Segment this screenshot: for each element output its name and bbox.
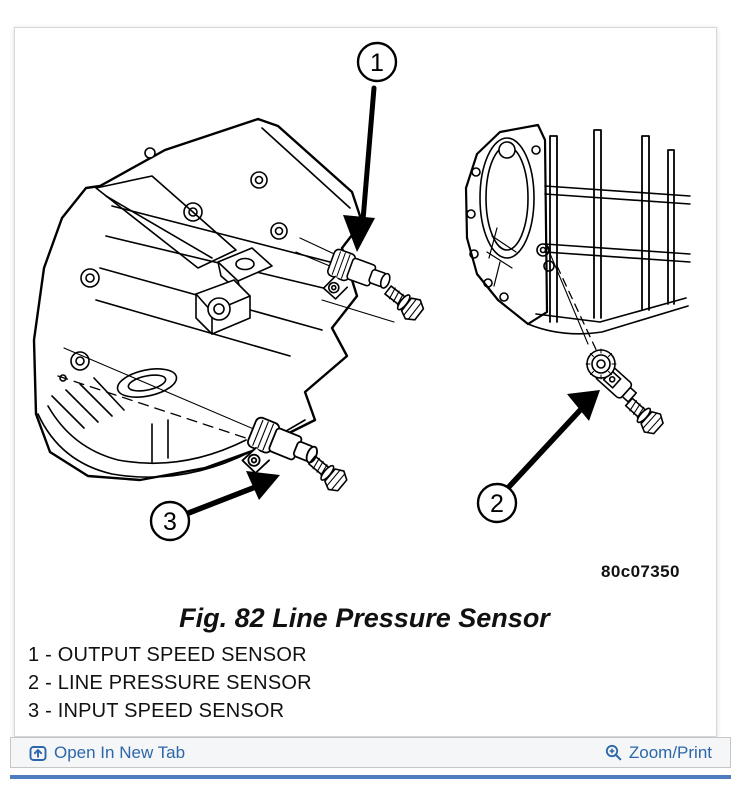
open-in-new-tab-icon: [29, 745, 47, 761]
zoom-icon: [605, 744, 622, 761]
legend-item-2: 2 - LINE PRESSURE SENSOR: [28, 672, 312, 694]
legend-item-1: 1 - OUTPUT SPEED SENSOR: [28, 644, 307, 666]
callout-3: 3: [149, 471, 280, 542]
zoom-print-link[interactable]: Zoom/Print: [605, 743, 712, 763]
callout-2: 2: [476, 390, 600, 524]
legend-item-3: 3 - INPUT SPEED SENSOR: [28, 700, 285, 722]
callout-1-number: 1: [370, 49, 384, 77]
callout-2-number: 2: [490, 490, 504, 518]
bottom-accent-line: [10, 775, 731, 779]
transmission-case-left: [32, 117, 395, 482]
zoom-print-label: Zoom/Print: [628, 742, 712, 762]
image-toolbar: Open In New Tab Zoom/Print: [10, 737, 731, 768]
figure-caption: Fig. 82 Line Pressure Sensor: [179, 603, 550, 633]
line-pressure-sensor: [585, 348, 668, 439]
image-code: 80c07350: [601, 562, 680, 581]
figure-diagram: 1: [32, 41, 691, 542]
sensor-bolt: [379, 279, 428, 325]
figure-legend: 1 - OUTPUT SPEED SENSOR 2 - LINE PRESSUR…: [28, 641, 312, 725]
open-in-new-tab-link[interactable]: Open In New Tab: [29, 743, 185, 763]
open-in-new-tab-label: Open In New Tab: [54, 742, 186, 762]
callout-1: 1: [343, 41, 398, 252]
callout-3-number: 3: [163, 508, 177, 536]
transmission-case-right: [464, 123, 691, 359]
